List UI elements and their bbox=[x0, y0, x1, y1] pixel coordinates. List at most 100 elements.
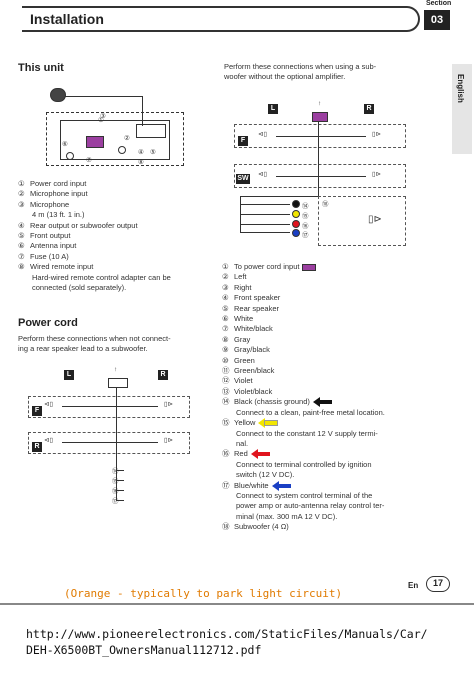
subwoofer-icon: ▯⊳ bbox=[368, 214, 382, 225]
wire-list-item: ⑫ Violet bbox=[222, 376, 385, 386]
item-text: Violet bbox=[234, 376, 253, 386]
wire-15 bbox=[116, 480, 124, 481]
wire-sw-bus bbox=[240, 196, 320, 197]
item-text: Fuse (10 A) bbox=[30, 251, 69, 261]
power-cord-swatch bbox=[302, 263, 317, 271]
language-label: English bbox=[456, 74, 465, 103]
item-text: power amp or auto-antenna relay control … bbox=[236, 501, 385, 511]
item-text: minal (max. 300 mA 12 V DC). bbox=[236, 511, 338, 521]
label-sw-14: ⑭ bbox=[302, 203, 309, 210]
item-text: nal. bbox=[236, 438, 249, 448]
dot-black bbox=[292, 200, 300, 208]
speaker-icon-sw-r: ▯⊳ bbox=[372, 171, 382, 178]
source-url[interactable]: http://www.pioneerelectronics.com/Static… bbox=[26, 626, 428, 658]
antenna-input-port bbox=[66, 152, 74, 160]
item-text: Hard-wired remote control adapter can be bbox=[32, 272, 171, 282]
sw-speaker-group bbox=[234, 164, 406, 188]
yellow-arrow-icon bbox=[258, 418, 266, 429]
label-7: ⑦ bbox=[86, 157, 92, 164]
item-text: Rear speaker bbox=[234, 303, 280, 313]
item-text: 4 m (13 ft. 1 in.) bbox=[32, 210, 85, 220]
speaker-icon-fl: ⊲▯ bbox=[44, 401, 54, 408]
item-text: switch (12 V DC). bbox=[236, 470, 295, 480]
item-number: ① bbox=[18, 179, 25, 188]
source-url-line-1[interactable]: http://www.pioneerelectronics.com/Static… bbox=[26, 627, 428, 641]
this-unit-item: connected (sold separately). bbox=[18, 283, 171, 293]
wire-17 bbox=[116, 500, 124, 501]
badge-left-sw: L bbox=[268, 104, 278, 114]
item-text: Connect to terminal controlled by igniti… bbox=[236, 459, 372, 469]
item-number: ⑰ bbox=[222, 480, 230, 490]
yellow-arrow-shaft bbox=[264, 420, 279, 427]
item-number: ④ bbox=[222, 293, 229, 303]
item-text: To power cord input bbox=[234, 262, 300, 271]
speaker-icon-sw-l: ⊲▯ bbox=[258, 171, 268, 178]
item-text: Rear output or subwoofer output bbox=[30, 220, 138, 230]
item-text: Microphone bbox=[30, 199, 70, 209]
item-number: ⑧ bbox=[18, 262, 25, 272]
item-number: ⑮ bbox=[222, 418, 230, 428]
item-text: Connect to the constant 12 V supply term… bbox=[236, 428, 378, 438]
dot-red bbox=[292, 220, 300, 228]
wire-sw-17 bbox=[240, 232, 290, 233]
label-8: ⑧ bbox=[138, 159, 144, 166]
item-number: ⑬ bbox=[222, 386, 230, 396]
item-number: ⑭ bbox=[222, 397, 230, 407]
item-number: ② bbox=[222, 272, 229, 282]
item-text: Front output bbox=[30, 231, 71, 241]
item-text: White/black bbox=[234, 324, 273, 334]
label-2: ② bbox=[124, 135, 130, 142]
wire-rear bbox=[62, 442, 158, 443]
item-number: ⑯ bbox=[222, 449, 230, 459]
label-15: ⑮ bbox=[112, 478, 119, 485]
item-text: Connect to a clean, paint-free metal loc… bbox=[236, 407, 385, 417]
item-number: ⑫ bbox=[222, 376, 230, 386]
subwoofer-intro-line-1: Perform these connections when using a s… bbox=[224, 62, 377, 71]
section-number: 03 bbox=[424, 10, 450, 30]
label-14: ⑭ bbox=[112, 468, 119, 475]
wire-list-item: minal (max. 300 mA 12 V DC). bbox=[222, 512, 385, 522]
item-number: ⑥ bbox=[222, 314, 229, 324]
item-text: Left bbox=[234, 272, 247, 282]
item-text: Connect to system control terminal of th… bbox=[236, 490, 373, 500]
red-arrow-shaft bbox=[257, 452, 270, 457]
front-speaker-group-sw bbox=[234, 124, 406, 148]
rear-speaker-group bbox=[28, 432, 190, 454]
item-number: ② bbox=[18, 189, 25, 199]
dot-yellow bbox=[292, 210, 300, 218]
item-text: Right bbox=[234, 282, 252, 292]
dot-blue bbox=[292, 229, 300, 237]
label-sw-18: ⑱ bbox=[322, 201, 329, 208]
page-number: 17 bbox=[426, 576, 450, 592]
orange-wire-note: (Orange - typically to park light circui… bbox=[64, 587, 343, 600]
item-text: Green bbox=[234, 355, 255, 365]
item-text: Antenna input bbox=[30, 241, 77, 251]
wire-list-item: power amp or auto-antenna relay control … bbox=[222, 501, 385, 511]
speaker-icon-rl: ⊲▯ bbox=[44, 437, 54, 444]
wire-sw-15 bbox=[240, 214, 290, 215]
head-unit-rear-panel bbox=[60, 120, 170, 160]
item-text: Subwoofer (4 Ω) bbox=[234, 522, 289, 532]
wire-list-item: switch (12 V DC). bbox=[222, 470, 385, 480]
badge-right: R bbox=[158, 370, 168, 380]
wire-trunk bbox=[116, 388, 117, 500]
label-6: ⑥ bbox=[62, 141, 68, 148]
blue-arrow-shaft bbox=[278, 483, 291, 488]
item-text: Front speaker bbox=[234, 293, 281, 303]
black-arrow-icon bbox=[312, 397, 320, 408]
source-url-line-2[interactable]: DEH-X6500BT_OwnersManual112712.pdf bbox=[26, 643, 262, 657]
head-unit-body bbox=[46, 112, 184, 166]
power-cord-heading: Power cord bbox=[18, 317, 78, 329]
